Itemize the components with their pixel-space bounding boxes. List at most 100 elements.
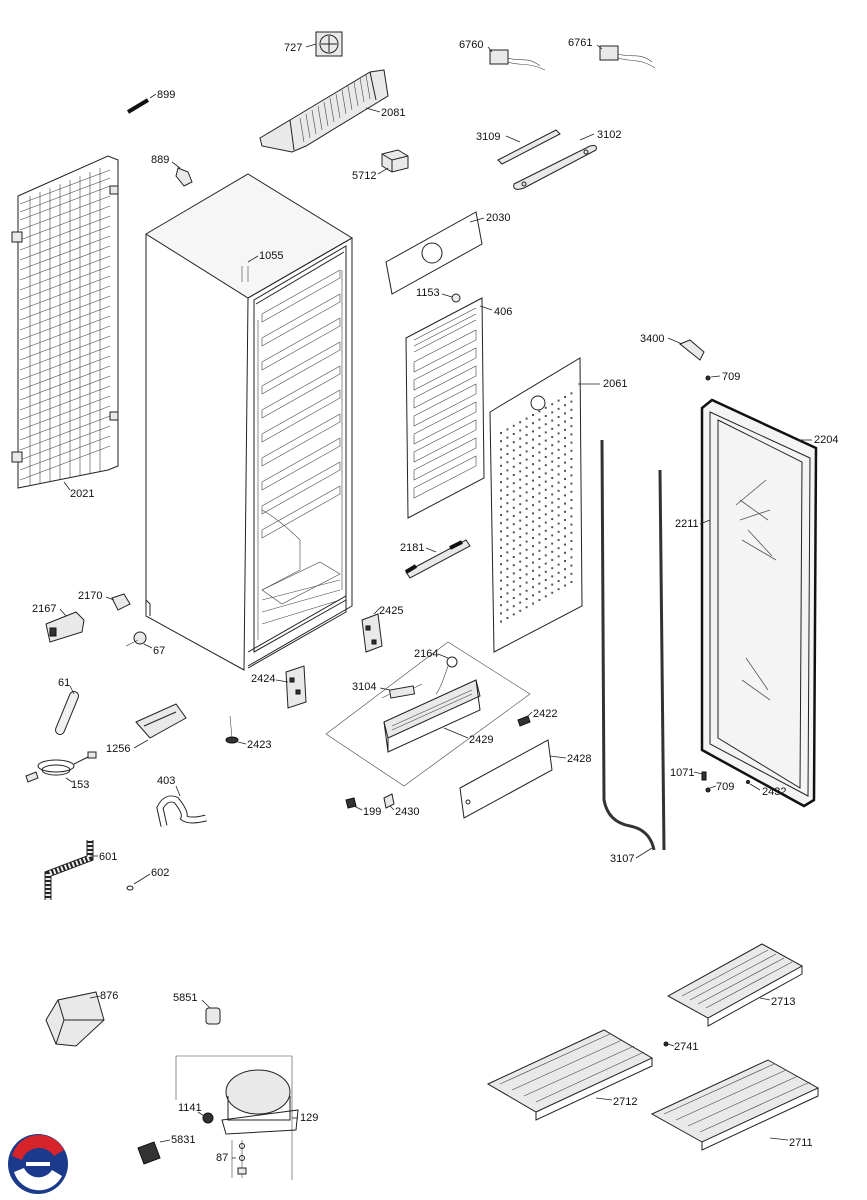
drip-tray-1256 [135, 703, 187, 739]
screw-1055 [241, 266, 249, 282]
label-2713: 2713 [771, 996, 795, 1008]
label-2425: 2425 [379, 605, 403, 617]
shelf-2712 [486, 1029, 654, 1121]
bulb-1153 [451, 293, 461, 303]
label-727: 727 [284, 42, 302, 54]
label-403: 403 [157, 775, 175, 787]
compressor-group-129 [175, 1055, 299, 1180]
fan-727 [315, 31, 343, 57]
label-67: 67 [153, 645, 165, 657]
handle-2181 [404, 539, 471, 579]
lamp-2164 [435, 656, 458, 695]
plug-889 [175, 167, 193, 187]
label-2061: 2061 [603, 378, 627, 390]
control-box-2167 [45, 611, 85, 643]
bracket-2425 [361, 613, 383, 653]
label-709b: 709 [716, 781, 734, 793]
label-709a: 709 [722, 371, 740, 383]
leader-727 [305, 43, 317, 48]
label-61: 61 [58, 677, 70, 689]
label-2432: 2432 [762, 786, 786, 798]
label-1071: 1071 [670, 767, 694, 779]
control-panel-406 [405, 297, 485, 519]
label-2030: 2030 [486, 212, 510, 224]
label-2021: 2021 [70, 488, 94, 500]
relay-2170 [111, 593, 131, 611]
label-6760: 6760 [459, 39, 483, 51]
bracket-2424 [285, 665, 307, 709]
capacitor-5851 [205, 1007, 221, 1025]
label-2170: 2170 [78, 590, 102, 602]
label-3102: 3102 [597, 129, 621, 141]
shelf-2711 [650, 1059, 820, 1151]
label-3107: 3107 [610, 853, 634, 865]
overload-1141 [202, 1112, 214, 1124]
hinge-plate-3102 [513, 145, 597, 190]
label-601: 601 [99, 851, 117, 863]
label-5851: 5851 [173, 992, 197, 1004]
label-1153: 1153 [416, 287, 440, 299]
cabinet [145, 173, 353, 671]
cable-899 [126, 98, 150, 114]
connector-6760 [489, 49, 546, 71]
label-2164: 2164 [414, 648, 438, 660]
label-2712: 2712 [613, 1096, 637, 1108]
label-129: 129 [300, 1112, 318, 1124]
label-2211: 2211 [675, 518, 699, 530]
relay-5831 [137, 1141, 161, 1165]
label-2429: 2429 [469, 734, 493, 746]
label-3104: 3104 [352, 681, 376, 693]
condenser-2021 [11, 155, 119, 489]
evaporator-2081 [259, 69, 389, 153]
brand-logo [8, 1134, 68, 1194]
label-602: 602 [151, 867, 169, 879]
label-6761: 6761 [568, 37, 592, 49]
label-1141: 1141 [178, 1102, 202, 1114]
label-2081: 2081 [381, 107, 405, 119]
label-153: 153 [71, 779, 89, 791]
cover-plate-2428 [459, 739, 553, 819]
label-899: 899 [157, 89, 175, 101]
label-406: 406 [494, 306, 512, 318]
switch-2430 [383, 793, 395, 809]
foot-2423 [225, 715, 239, 744]
inner-back-panel-2061 [489, 357, 583, 653]
glass-door-2204 [700, 398, 818, 808]
switch-199 [345, 797, 357, 809]
label-2423: 2423 [247, 739, 271, 751]
label-199: 199 [363, 806, 381, 818]
label-2422: 2422 [533, 708, 557, 720]
light-assembly-outline [325, 641, 531, 787]
label-2181: 2181 [400, 542, 424, 554]
ballast-3104 [381, 683, 423, 699]
grommet-kit-87 [231, 1140, 247, 1178]
power-cord-153 [25, 751, 97, 783]
gasket-3107 [600, 439, 666, 851]
label-2711: 2711 [789, 1137, 813, 1149]
label-2204: 2204 [814, 434, 838, 446]
label-1055: 1055 [259, 250, 283, 262]
lamp-cover-2429 [383, 679, 481, 753]
cap-602 [126, 885, 134, 891]
drain-pipe-601 [44, 840, 94, 900]
label-5712: 5712 [352, 170, 376, 182]
part-61 [55, 691, 79, 735]
label-876: 876 [100, 990, 118, 1002]
label-3109: 3109 [476, 131, 500, 143]
label-2430: 2430 [395, 806, 419, 818]
label-3400: 3400 [640, 333, 664, 345]
connector-6761 [599, 45, 656, 69]
label-2167: 2167 [32, 603, 56, 615]
label-2428: 2428 [567, 753, 591, 765]
evaporation-tray-876 [45, 991, 105, 1047]
drain-hose-403 [156, 795, 207, 827]
hinge-3400 [679, 339, 705, 361]
label-2424: 2424 [251, 673, 275, 685]
label-1256: 1256 [106, 743, 130, 755]
thermostat-5712 [381, 149, 409, 173]
clip-2422 [517, 715, 531, 727]
label-5831: 5831 [171, 1134, 195, 1146]
label-87: 87 [216, 1152, 228, 1164]
label-2741: 2741 [674, 1041, 698, 1053]
